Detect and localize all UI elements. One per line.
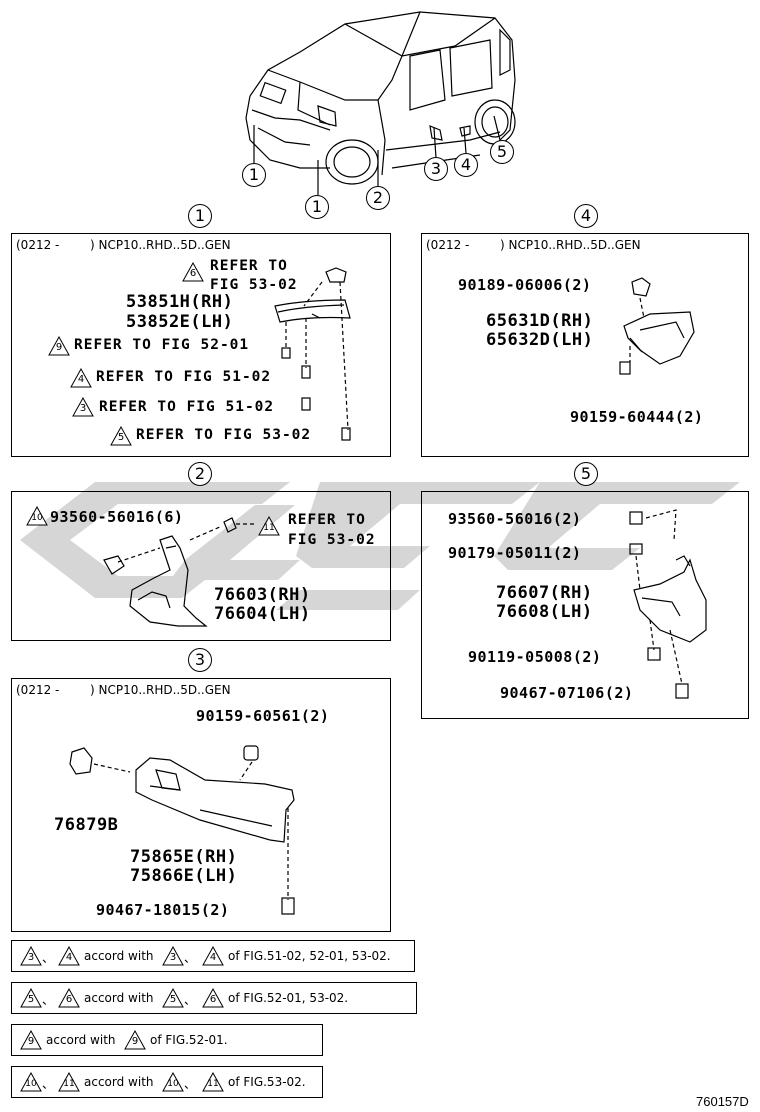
part-number-76604: 76604(LH) [214, 604, 311, 624]
part-number-90189-06006: 90189-06006(2) [458, 276, 592, 294]
part-number-65631d: 65631D(RH) [486, 311, 594, 331]
part-number-93560-56016-6: 93560-56016(6) [50, 508, 184, 526]
ref-triangle-6: 6 [182, 262, 204, 282]
section1-ref3-text: REFER TO FIG 51-02 [99, 399, 275, 415]
note1-sep-b: 、 [184, 951, 197, 965]
section2-panel: 10 93560-56016(6) 11 REFER TO FIG 53-02 … [11, 491, 391, 641]
note1-triangle-b: 4 [58, 946, 80, 966]
section1-header-code: (0212 - [16, 238, 60, 252]
section3-drawing [69, 745, 295, 915]
note4-sep-b: 、 [184, 1077, 197, 1091]
note-row-2: 5 、 6 accord with 5 、 6 of FIG.52-01, 53… [11, 982, 417, 1014]
section4-header-code: (0212 - [426, 238, 470, 252]
ref-triangle-4: 4 [70, 368, 92, 388]
part-number-90159-60444: 90159-60444(2) [570, 408, 704, 426]
note3-triangle-a: 9 [20, 1030, 42, 1050]
part-number-75866e: 75866E(LH) [130, 866, 238, 886]
note2-triangle-c: 5 [162, 988, 184, 1008]
note1-triangle-a: 3 [20, 946, 42, 966]
section5-panel: 93560-56016(2) 90179-05011(2) 76607(RH) … [421, 491, 749, 719]
note4-tail-text: of FIG.53-02. [228, 1075, 306, 1089]
car-overview-illustration [245, 11, 516, 195]
section1-ref4-text: REFER TO FIG 51-02 [96, 369, 272, 385]
note-row-1: 3 、 4 accord with 3 、 4 of FIG.51-02, 52… [11, 940, 415, 972]
section4-drawing [619, 277, 695, 375]
note1-triangle-d: 4 [202, 946, 224, 966]
note4-accord-text: accord with [84, 1075, 154, 1089]
section2-ref-line2: FIG 53-02 [288, 532, 376, 548]
ref-triangle-11: 11 [258, 516, 280, 536]
section-number-2: 2 [188, 462, 212, 486]
note2-tail-text: of FIG.52-01, 53-02. [228, 991, 349, 1005]
part-number-76879b: 76879B [54, 815, 119, 835]
section3-panel: (0212 - ) NCP10..RHD..5D..GEN 90159-6056… [11, 678, 391, 932]
section1-header-model: ) NCP10..RHD..5D..GEN [90, 238, 231, 252]
section2-ref-line1: REFER TO [288, 512, 366, 528]
section1-ref6-line2: FIG 53-02 [210, 277, 298, 293]
section1-ref6-line1: REFER TO [210, 258, 288, 274]
part-number-53851h: 53851H(RH) [126, 292, 234, 312]
section3-header-model: ) NCP10..RHD..5D..GEN [90, 683, 231, 697]
part-number-93560-56016-2: 93560-56016(2) [448, 510, 582, 528]
section-number-4: 4 [574, 204, 598, 228]
ref-triangle-3: 3 [72, 397, 94, 417]
section1-ref9-text: REFER TO FIG 52-01 [74, 337, 250, 353]
part-number-76608: 76608(LH) [496, 602, 593, 622]
document-id: 760157D [696, 1094, 749, 1109]
part-number-90467-07106: 90467-07106(2) [500, 684, 634, 702]
overview-callout-1b: 1 [305, 195, 329, 219]
part-number-65632d: 65632D(LH) [486, 330, 594, 350]
section-number-3: 3 [188, 648, 212, 672]
note4-sep-a: 、 [42, 1077, 55, 1091]
section1-drawing [274, 267, 351, 441]
note4-triangle-d: 11 [202, 1072, 224, 1092]
note4-triangle-b: 11 [58, 1072, 80, 1092]
note2-triangle-a: 5 [20, 988, 42, 1008]
overview-callout-1a: 1 [242, 163, 266, 187]
section1-ref5-text: REFER TO FIG 53-02 [136, 427, 312, 443]
ref-triangle-10: 10 [26, 506, 48, 526]
section1-panel: (0212 - ) NCP10..RHD..5D..GEN 6 REFER TO… [11, 233, 391, 457]
part-number-90179-05011: 90179-05011(2) [448, 544, 582, 562]
part-number-90159-60561: 90159-60561(2) [196, 707, 330, 725]
part-number-76607: 76607(RH) [496, 583, 593, 603]
note1-triangle-c: 3 [162, 946, 184, 966]
part-number-90467-18015: 90467-18015(2) [96, 901, 230, 919]
note2-sep-a: 、 [42, 993, 55, 1007]
ref-triangle-5: 5 [110, 426, 132, 446]
note3-triangle-c: 9 [124, 1030, 146, 1050]
note1-accord-text: accord with [84, 949, 154, 963]
section4-panel: (0212 - ) NCP10..RHD..5D..GEN 90189-0600… [421, 233, 749, 457]
note2-sep-b: 、 [184, 993, 197, 1007]
overview-callout-5: 5 [490, 140, 514, 164]
section4-header-model: ) NCP10..RHD..5D..GEN [500, 238, 641, 252]
note3-accord-text: accord with [46, 1033, 116, 1047]
note2-triangle-d: 6 [202, 988, 224, 1008]
section5-drawing [629, 509, 707, 699]
note-row-4: 10 、 11 accord with 10 、 11 of FIG.53-02… [11, 1066, 323, 1098]
note1-tail-text: of FIG.51-02, 52-01, 53-02. [228, 949, 391, 963]
part-number-53852e: 53852E(LH) [126, 312, 234, 332]
overview-callout-2: 2 [366, 186, 390, 210]
note-row-3: 9 accord with 9 of FIG.52-01. [11, 1024, 323, 1056]
note1-sep-a: 、 [42, 951, 55, 965]
note2-accord-text: accord with [84, 991, 154, 1005]
note2-triangle-b: 6 [58, 988, 80, 1008]
section-number-5: 5 [574, 462, 598, 486]
part-number-75865e: 75865E(RH) [130, 847, 238, 867]
part-number-76603: 76603(RH) [214, 585, 311, 605]
overview-callout-3: 3 [424, 157, 448, 181]
section3-header-code: (0212 - [16, 683, 60, 697]
overview-callout-4: 4 [454, 153, 478, 177]
note3-tail-text: of FIG.52-01. [150, 1033, 228, 1047]
note4-triangle-c: 10 [162, 1072, 184, 1092]
part-number-90119-05008: 90119-05008(2) [468, 648, 602, 666]
note4-triangle-a: 10 [20, 1072, 42, 1092]
section2-drawing [103, 517, 256, 627]
section-number-1: 1 [188, 204, 212, 228]
ref-triangle-9: 9 [48, 336, 70, 356]
